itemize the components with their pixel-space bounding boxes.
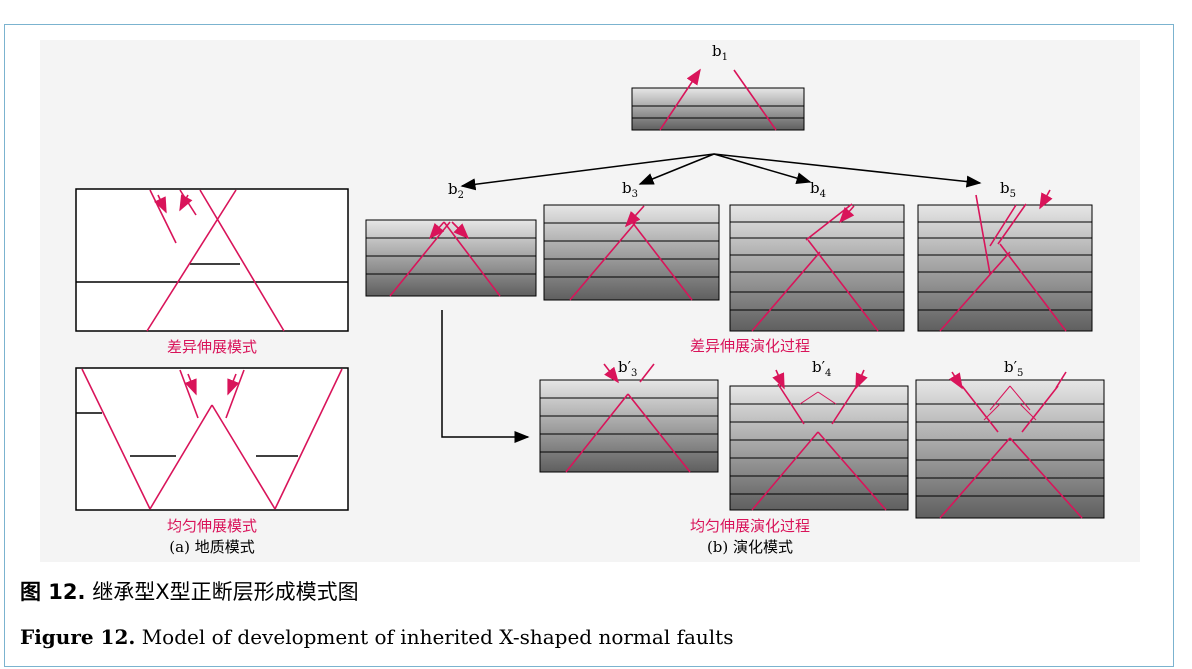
caption-b: (b) 演化模式 <box>707 538 793 556</box>
block-b1 <box>631 68 805 131</box>
evolution-arrows <box>441 153 982 443</box>
caption-cn-number: 图 12. <box>20 580 86 604</box>
block-b5-prime <box>915 371 1105 519</box>
block-b2 <box>365 219 537 297</box>
caption-cn-text: 继承型X型正断层形成模式图 <box>92 580 359 604</box>
label-b5: b5 <box>1000 179 1016 200</box>
label-b1: b1 <box>712 42 728 63</box>
diagram-a-uniform <box>75 367 349 511</box>
label-a-uniform: 均匀伸展模式 <box>167 517 257 535</box>
block-b4 <box>729 203 905 332</box>
label-b-uniform: 均匀伸展演化过程 <box>690 517 810 535</box>
caption-english: Figure 12. Model of development of inher… <box>20 625 733 649</box>
figure-frame <box>4 24 1174 667</box>
label-a-differential: 差异伸展模式 <box>167 338 257 356</box>
label-b4: b4 <box>810 179 826 200</box>
label-b3: b3 <box>622 179 638 200</box>
label-b3-prime: b′3 <box>618 358 637 379</box>
block-b3-prime <box>539 363 719 473</box>
caption-en-text: Model of development of inherited X-shap… <box>141 625 734 649</box>
label-b2: b2 <box>448 180 464 201</box>
caption-chinese: 图 12. 继承型X型正断层形成模式图 <box>20 576 359 606</box>
diagram-a-differential <box>75 188 349 332</box>
label-b5-prime: b′5 <box>1004 358 1023 379</box>
block-b3 <box>543 204 720 301</box>
block-b4-prime <box>729 369 909 511</box>
caption-a: (a) 地质模式 <box>169 538 254 556</box>
label-b4-prime: b′4 <box>812 358 831 379</box>
block-b5 <box>917 189 1093 332</box>
label-b-differential: 差异伸展演化过程 <box>690 337 810 355</box>
caption-en-number: Figure 12. <box>20 625 136 649</box>
